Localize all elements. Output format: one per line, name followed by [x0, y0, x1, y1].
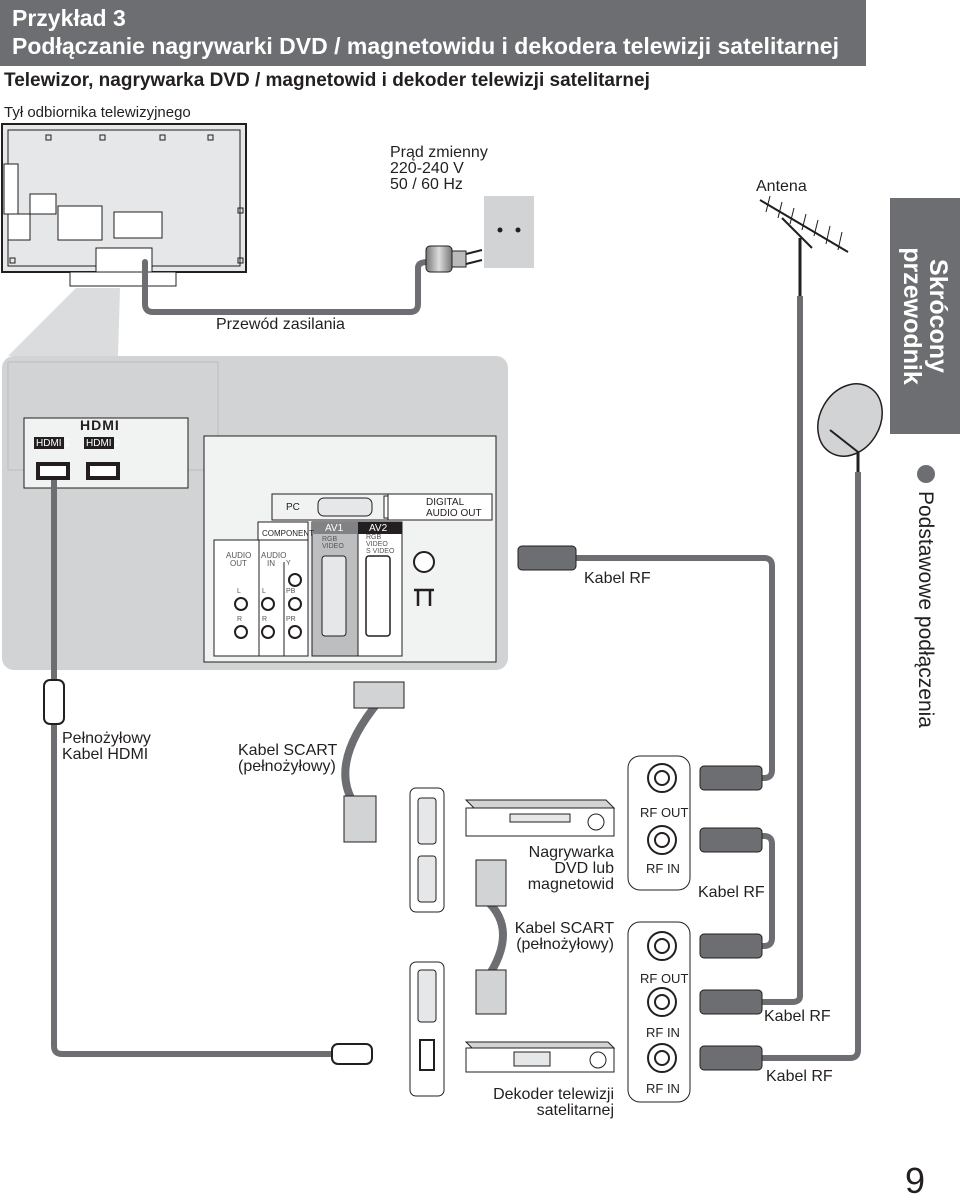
recorder-label-1: Nagrywarka [528, 844, 614, 861]
hdmi-cable [51, 480, 340, 1057]
scart-plug-icon-2 [475, 859, 507, 1015]
pc-label: PC [286, 502, 300, 513]
audio-in-label-1: AUDIO [261, 551, 287, 560]
decoder-rf-out-label: RF OUT [640, 971, 689, 986]
page-number: 9 [905, 1160, 926, 1201]
page-title: Podłączanie nagrywarki DVD / magnetowidu… [12, 33, 839, 59]
dvd-recorder-icon [464, 799, 616, 837]
side-tab: Skrócony przewodnik [890, 198, 960, 434]
wall-socket-icon [484, 196, 534, 268]
rf-cable-2-label: Kabel RF [698, 884, 765, 901]
decoder-rf-in-label-2: RF IN [646, 1081, 680, 1096]
recorder-rf-out-label: RF OUT [640, 805, 689, 820]
page-header: Przykład 3 Podłączanie nagrywarki DVD / … [0, 0, 866, 66]
scart-cable-2-label-1: Kabel SCART [514, 920, 614, 937]
recorder-label-2: DVD lub [554, 860, 614, 877]
hdmi-cable-label-2: Kabel HDMI [62, 746, 149, 763]
decoder-label-1: Dekoder telewizji [493, 1086, 614, 1103]
decoder-rf-panel [627, 921, 691, 1103]
tv-back-illustration [1, 123, 247, 356]
recorder-rf-in-label: RF IN [646, 861, 680, 876]
tv-connection-panel [2, 356, 508, 670]
av1-rgb-label: RGB [322, 536, 338, 543]
scart-cable-1 [341, 697, 384, 802]
hdmi2-label: HDMI 2 [86, 438, 120, 449]
power-spec-line3: 50 / 60 Hz [390, 176, 463, 193]
component-label: COMPONENT [262, 529, 314, 538]
decoder-label-2: satelitarnej [536, 1102, 614, 1119]
power-cable-label: Przewód zasilania [216, 316, 345, 333]
av2-rgb-label: RGB [366, 534, 382, 541]
side-tab-line1: Skrócony [924, 259, 952, 373]
audio-in-r-label: R [262, 616, 268, 623]
subtitle: Telewizor, nagrywarka DVD / magnetowid i… [4, 70, 650, 91]
rf-cables [576, 296, 861, 1061]
rf-cable-1-label: Kabel RF [584, 570, 651, 587]
hdmi-plug-icon [43, 679, 373, 1065]
av2-svideo-label: S VIDEO [366, 548, 395, 555]
audio-out-label-1: AUDIO [226, 551, 252, 560]
power-spec-line2: 220-240 V [390, 160, 464, 177]
recorder-rf-panel [627, 755, 691, 891]
component-pr-label: PR [286, 616, 296, 623]
antenna-label: Antena [756, 178, 807, 195]
antenna-icon [759, 195, 849, 296]
rf-cable-4-label: Kabel RF [766, 1068, 833, 1085]
audio-in-label-2: IN [267, 559, 275, 568]
tv-back-label: Tył odbiornika telewizyjnego [4, 104, 191, 121]
audio-out-l-label: L [237, 588, 241, 595]
power-plug-icon [425, 245, 483, 273]
hdmi1-label: HDMI 1 [36, 438, 70, 449]
satellite-dish-icon [817, 383, 883, 472]
decoder-ports [409, 961, 445, 1097]
rf-cable-3-label: Kabel RF [764, 1008, 831, 1025]
example-title: Przykład 3 [12, 5, 126, 31]
decoder-rf-in-label-1: RF IN [646, 1025, 680, 1040]
section-label: Podstawowe podłączenia [907, 465, 937, 885]
audio-out-label-2: OUT [230, 559, 247, 568]
side-tab-line2: przewodnik [898, 247, 926, 385]
component-y-label: Y [286, 560, 291, 567]
hdmi-cable-label-1: Pełnożyłowy [62, 730, 151, 747]
component-pb-label: PB [286, 588, 296, 595]
bullet-dot-icon [917, 465, 935, 483]
scart-cable-1-label-1: Kabel SCART [238, 742, 338, 759]
digital-audio-label-2: AUDIO OUT [426, 508, 482, 519]
av2-label: AV2 [369, 523, 388, 534]
satellite-decoder-icon [464, 1041, 616, 1073]
hdmi-logo: HDMI [80, 417, 120, 433]
power-spec-line1: Prąd zmienny [390, 144, 488, 161]
section-label-text: Podstawowe podłączenia [914, 491, 937, 728]
audio-in-l-label: L [262, 588, 266, 595]
audio-out-r-label: R [237, 616, 243, 623]
recorder-scart-ports [409, 787, 445, 913]
rf-plug-icon [517, 545, 763, 1071]
av2-video-label: VIDEO [366, 541, 388, 548]
power-cable [142, 259, 431, 315]
scart-plug-icon [343, 681, 405, 843]
scart-cable-2-label-2: (pełnożyłowy) [516, 936, 614, 953]
digital-audio-label-1: DIGITAL [426, 497, 465, 508]
scart-cable-1-label-2: (pełnożyłowy) [238, 758, 336, 775]
av1-video-label: VIDEO [322, 543, 344, 550]
av1-label: AV1 [325, 523, 344, 534]
recorder-label-3: magnetowid [527, 876, 614, 893]
